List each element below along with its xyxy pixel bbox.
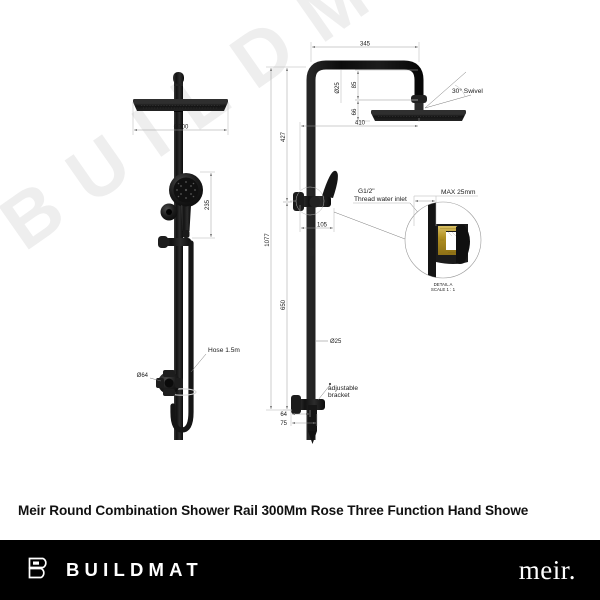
dimension-rose-centre: 410 — [299, 118, 420, 190]
dimension-height-to-arm: 427 — [281, 66, 306, 203]
dimension-bracket-height: 64 — [280, 410, 311, 418]
dimension-arm-drop-lower: 66 — [352, 99, 418, 122]
detail-a-view: MAX 25mm DETAIL A SCALE 1 : 1 — [404, 189, 482, 292]
dim-bracket-diameter: Ø64 — [137, 373, 149, 379]
product-title: Meir Round Combination Shower Rail 300Mm… — [18, 502, 529, 518]
buildmat-wordmark: BUILDMAT — [66, 559, 203, 580]
label-hose: Hose 1.5m — [208, 347, 240, 354]
leader-bracket-diameter: Ø64 — [137, 373, 162, 382]
label-detail-caption-2: SCALE 1 : 1 — [431, 287, 456, 292]
label-inlet-line2: Thread water inlet — [354, 196, 407, 203]
label-swivel: 30° Swivel — [452, 87, 483, 95]
dim-arm-drop-lower: 66 — [352, 108, 358, 115]
product-title-bar: Meir Round Combination Shower Rail 300Mm… — [0, 480, 600, 540]
dimension-height-to-inlet: 650 — [281, 201, 292, 411]
dim-overall-height: 1077 — [265, 233, 271, 247]
dimension-inlet-offset: 105 — [299, 205, 335, 232]
dimension-rail-diameter-top: Ø25 — [335, 70, 342, 103]
label-inlet-line1: G1/2" — [358, 188, 375, 195]
technical-drawing: Ø300 235 Ø64 Hose 1.5m — [132, 42, 483, 444]
footer-bar: BUILDMAT meir. — [0, 540, 600, 600]
dimension-max-depth: MAX 25mm — [413, 189, 478, 226]
dim-arm-drop-upper: 85 — [352, 81, 358, 88]
diverter-body — [293, 170, 338, 211]
overhead-rose — [133, 99, 228, 111]
dimension-arm-drop-upper: 85 — [352, 69, 418, 101]
leader-hose: Hose 1.5m — [190, 347, 240, 373]
dim-rose-centre: 410 — [355, 121, 366, 127]
meir-wordmark[interactable]: meir. — [518, 554, 576, 585]
slide-bracket — [158, 203, 191, 248]
dim-rose-diameter: Ø300 — [174, 125, 189, 131]
dimension-handshower-length: 235 — [192, 171, 215, 239]
label-max-depth: MAX 25mm — [441, 189, 476, 196]
dimension-bracket-width: 75 — [280, 414, 318, 427]
dim-bracket-height: 64 — [280, 412, 287, 418]
dim-bracket-width: 75 — [280, 421, 287, 427]
dim-handshower-length: 235 — [205, 199, 211, 210]
left-view-front-elevation: Ø300 235 Ø64 Hose 1.5m — [132, 72, 240, 440]
buildmat-logo[interactable]: BUILDMAT — [0, 557, 203, 584]
dim-rail-diameter-lower: Ø25 — [330, 339, 342, 345]
wall-elbow — [156, 370, 183, 396]
dimension-rose-diameter: Ø300 — [132, 102, 229, 135]
label-adjustable-line2: bracket — [328, 392, 350, 399]
dimension-arm-reach: 345 — [310, 42, 420, 62]
label-detail-caption-1: DETAIL A — [434, 282, 453, 287]
note-swivel: 30° Swivel — [424, 71, 483, 109]
dim-rail-diameter-top: Ø25 — [335, 82, 341, 94]
overhead-rose-side — [371, 110, 466, 121]
hose — [170, 240, 194, 433]
hand-shower — [169, 173, 203, 238]
dim-height-to-arm: 427 — [281, 131, 287, 142]
adjustable-bracket-right — [291, 395, 325, 444]
dim-height-to-inlet: 650 — [281, 299, 287, 310]
label-adjustable-line1: adjustable — [328, 385, 358, 392]
leader-rail-diameter-lower: Ø25 — [316, 339, 342, 345]
note-adjustable-bracket: adjustable bracket — [317, 382, 358, 401]
dimension-overall-height: 1077 — [265, 66, 292, 411]
dim-inlet-offset: 105 — [317, 223, 328, 229]
buildmat-b-mark-icon — [28, 557, 54, 584]
dim-arm-reach: 345 — [360, 42, 371, 48]
